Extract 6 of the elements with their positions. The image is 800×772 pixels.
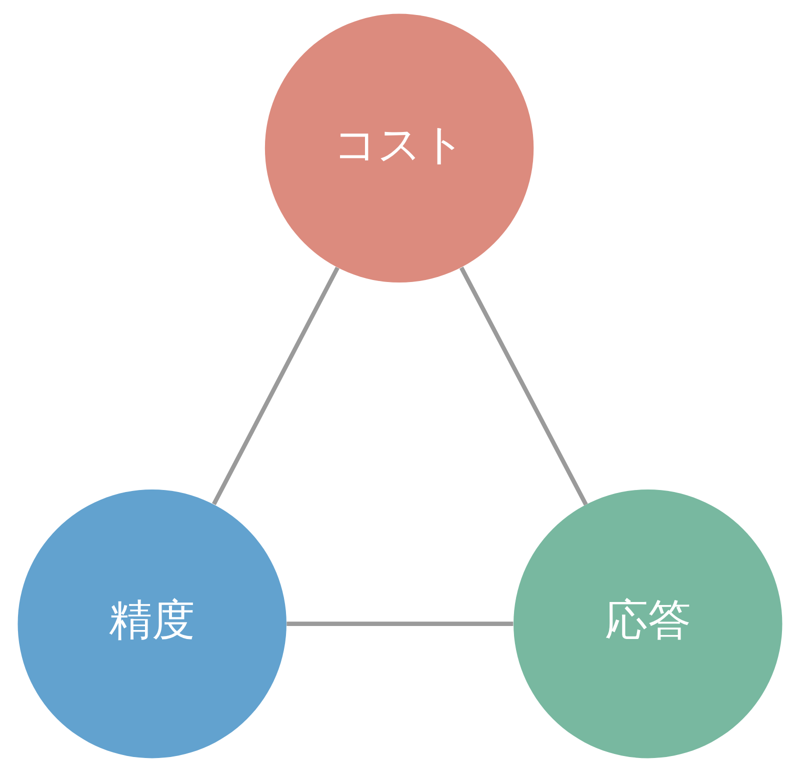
node-circle: 応答 <box>514 489 782 758</box>
connector <box>459 266 588 506</box>
node-circle: コスト <box>264 14 534 283</box>
connector <box>286 622 514 626</box>
connector <box>212 266 340 506</box>
node-circle: 精度 <box>18 489 286 758</box>
